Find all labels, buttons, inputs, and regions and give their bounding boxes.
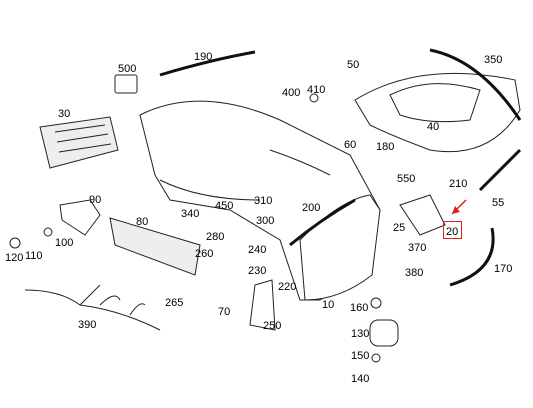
label-350: 350 — [484, 54, 503, 66]
fastener-120 — [9, 237, 21, 249]
panel-30 — [39, 116, 119, 169]
label-170: 170 — [494, 263, 513, 275]
strip-350 — [429, 48, 522, 121]
bracket-20 — [399, 194, 446, 236]
sensor-housing-130 — [369, 319, 399, 347]
highlight-box-20 — [443, 221, 462, 239]
label-30: 30 — [58, 108, 71, 120]
strip-170 — [449, 227, 495, 287]
label-20: 20 — [446, 226, 459, 238]
label-60: 60 — [344, 139, 357, 151]
label-240: 240 — [248, 244, 267, 256]
label-260: 260 — [195, 248, 214, 260]
label-265: 265 — [165, 297, 184, 309]
label-25: 25 — [393, 222, 406, 234]
label-40: 40 — [427, 121, 440, 133]
label-50: 50 — [347, 59, 360, 71]
label-90: 90 — [89, 194, 102, 206]
label-450: 450 — [215, 200, 234, 212]
label-370: 370 — [408, 242, 427, 254]
label-550: 550 — [397, 173, 416, 185]
label-400: 400 — [282, 87, 301, 99]
label-220: 220 — [278, 281, 297, 293]
label-180: 180 — [376, 141, 395, 153]
label-110: 110 — [25, 250, 43, 262]
bracket-90 — [59, 199, 101, 236]
label-190: 190 — [194, 51, 213, 63]
label-310: 310 — [254, 195, 273, 207]
strip-210 — [478, 148, 522, 192]
label-10: 10 — [322, 299, 335, 311]
label-200: 200 — [302, 202, 321, 214]
label-410: 410 — [307, 84, 326, 96]
label-150: 150 — [351, 350, 370, 362]
label-100: 100 — [55, 237, 74, 249]
label-55: 55 — [492, 197, 505, 209]
bracket-250 — [249, 279, 276, 331]
label-140: 140 — [351, 373, 370, 385]
wire-harness-390 — [24, 284, 161, 331]
fastener-410 — [309, 93, 319, 103]
label-70: 70 — [218, 306, 231, 318]
fastener-100 — [43, 227, 53, 237]
diffuser-40 — [354, 72, 521, 153]
flap-500 — [114, 74, 138, 94]
label-500: 500 — [118, 63, 137, 75]
label-230: 230 — [248, 265, 267, 277]
label-80: 80 — [136, 216, 149, 228]
fastener-150 — [371, 353, 381, 363]
label-250: 250 — [263, 320, 282, 332]
label-160: 160 — [350, 302, 369, 314]
label-120: 120 — [5, 252, 24, 264]
label-390: 390 — [78, 319, 97, 331]
label-340: 340 — [181, 208, 200, 220]
label-210: 210 — [449, 178, 468, 190]
label-300: 300 — [256, 215, 275, 227]
label-380: 380 — [405, 267, 424, 279]
trim-strip-190 — [159, 50, 256, 77]
label-280: 280 — [206, 231, 225, 243]
label-130: 130 — [351, 328, 370, 340]
impact-strip-80 — [109, 217, 201, 276]
harness-200 — [289, 198, 356, 247]
fastener-160 — [370, 297, 382, 309]
